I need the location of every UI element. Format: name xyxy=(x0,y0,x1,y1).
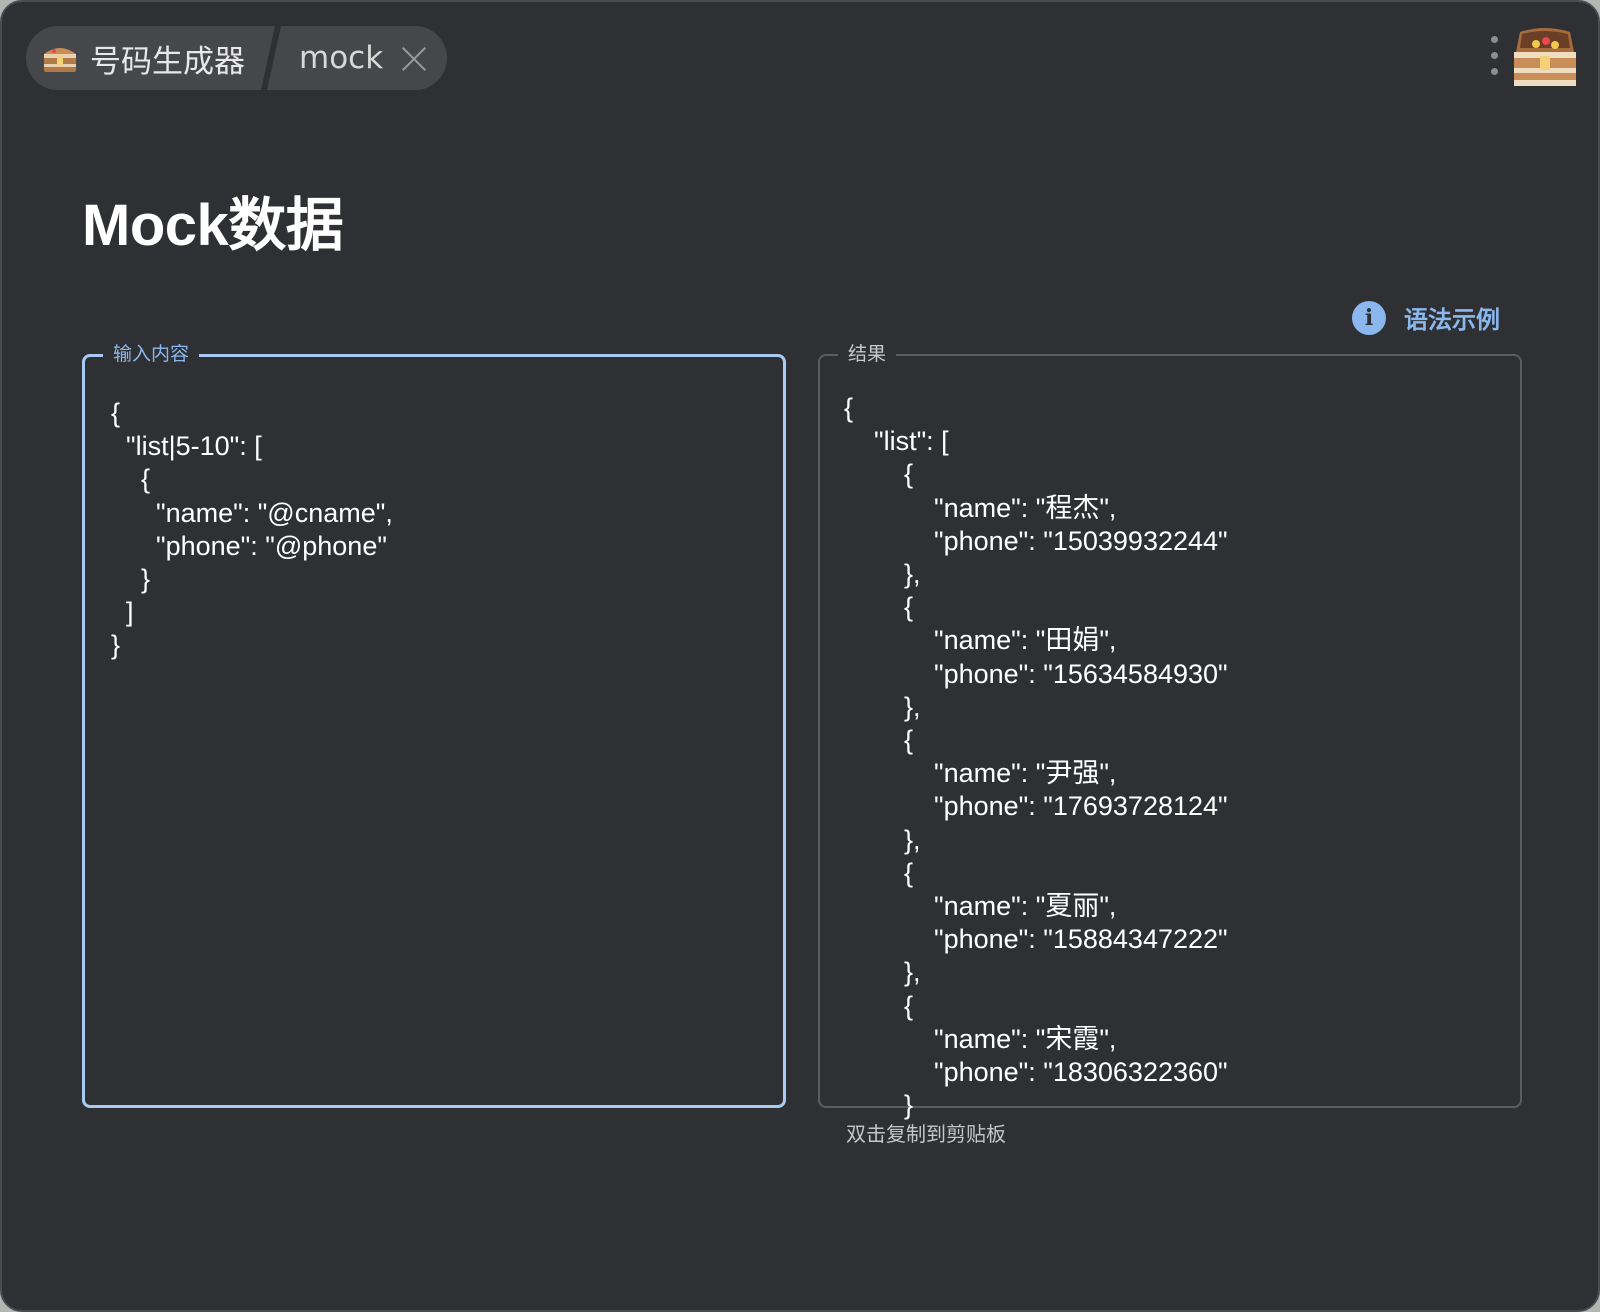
close-icon[interactable] xyxy=(401,45,427,71)
result-panel-legend: 结果 xyxy=(838,341,897,367)
tab-mock[interactable]: mock xyxy=(267,26,448,90)
copy-hint: 双击复制到剪贴板 xyxy=(846,1122,1006,1146)
tab-number-generator[interactable]: 号码生成器 xyxy=(26,26,275,90)
syntax-example-label: 语法示例 xyxy=(1404,306,1500,334)
result-panel: 结果 { "list": [ { "name": "程杰", "phone": … xyxy=(818,341,1522,1121)
page-title: Mock数据 xyxy=(82,193,344,258)
tab-label: 号码生成器 xyxy=(90,43,245,80)
tab-label: mock xyxy=(299,40,384,76)
input-editor[interactable] xyxy=(109,395,773,1079)
syntax-example-link[interactable]: i 语法示例 xyxy=(1352,300,1500,335)
result-output[interactable]: { "list": [ { "name": "程杰", "phone": "15… xyxy=(844,393,1228,1121)
info-icon: i xyxy=(1352,300,1386,335)
input-panel-legend: 输入内容 xyxy=(103,341,200,367)
more-vertical-icon[interactable] xyxy=(1488,34,1500,78)
treasure-chest-icon[interactable] xyxy=(1510,24,1580,90)
input-panel: 输入内容 xyxy=(82,341,786,1108)
treasure-chest-icon xyxy=(42,42,78,74)
tab-bar: 号码生成器 mock xyxy=(26,26,448,90)
